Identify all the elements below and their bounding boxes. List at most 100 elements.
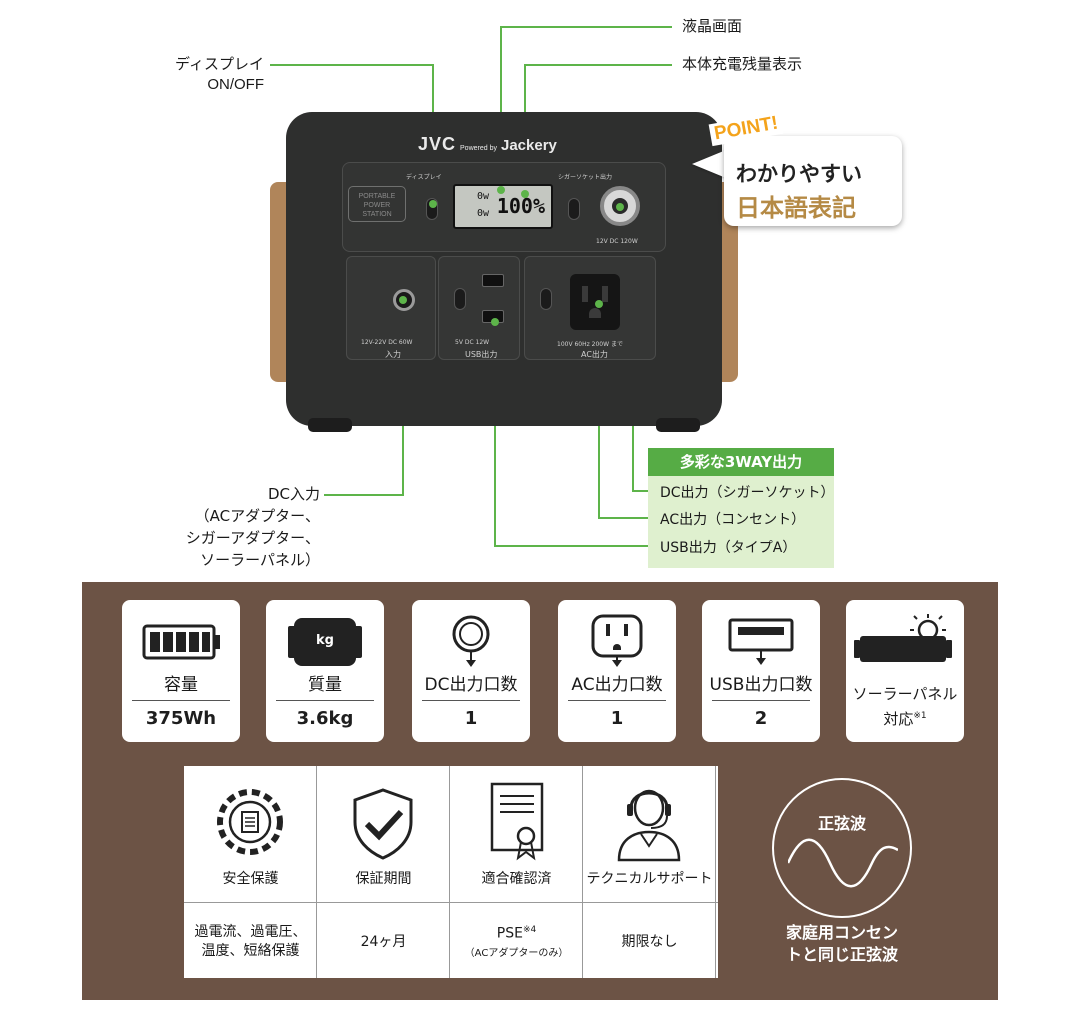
sine-wave-badge: 正弦波 bbox=[772, 778, 912, 918]
sine-wave-icon bbox=[788, 838, 898, 888]
spec-title: 容量 bbox=[164, 675, 198, 695]
label-dc-in-2: （ACアダプター、 bbox=[194, 507, 320, 525]
display-button-caption: ディスプレイ bbox=[406, 174, 442, 181]
input-spec: 12V-22V DC 60W bbox=[361, 339, 413, 346]
leader-dc-v2 bbox=[632, 396, 634, 492]
ac-spec: 100V 60Hz 200W まで bbox=[557, 341, 623, 348]
info-table: 安全保護 保証期間 適合確認済 bbox=[184, 766, 718, 978]
spec-value: 375Wh bbox=[145, 708, 217, 729]
spec-value: 2 bbox=[754, 708, 768, 729]
label-display-line2: ON/OFF bbox=[207, 76, 264, 93]
spec-title-line1: ソーラーパネル bbox=[852, 685, 958, 703]
support-headset-icon bbox=[617, 789, 681, 862]
spec-title-line2: 対応※1 bbox=[883, 710, 927, 728]
lcd-input: 0w bbox=[477, 191, 490, 202]
input-caption: 入力 bbox=[385, 350, 401, 359]
label-dc-in-1: DC入力 bbox=[267, 485, 320, 503]
leader-lcd bbox=[500, 26, 672, 28]
leader-lcd-v bbox=[500, 26, 502, 190]
table-title: テクニカルサポート bbox=[586, 871, 713, 887]
spec-value: 1 bbox=[464, 708, 478, 729]
cigar-button[interactable] bbox=[568, 198, 580, 220]
spec-card-usb: USB出力口数 2 bbox=[702, 600, 820, 742]
output-item-dc: DC出力（シガーソケット） bbox=[660, 485, 835, 501]
ac-outlet-icon bbox=[591, 614, 643, 667]
spec-title: 質量 bbox=[308, 675, 342, 695]
spec-panel: 容量 375Wh kg 質量 3.6kg DC出力口数 1 bbox=[82, 582, 998, 1000]
label-dc-in-4: ソーラーパネル） bbox=[200, 551, 320, 569]
bubble-tail bbox=[692, 150, 726, 178]
dot-battery bbox=[521, 190, 529, 198]
spec-value: 1 bbox=[610, 708, 624, 729]
label-display-line1: ディスプレイ bbox=[175, 55, 264, 73]
product-diagram: 液晶画面 本体充電残量表示 ディスプレイ ON/OFF DC入力 （ACアダプタ… bbox=[175, 17, 902, 569]
label-dc-in-3: シガーアダプター、 bbox=[185, 529, 320, 547]
table-value-warranty: 24ヶ月 bbox=[360, 933, 407, 950]
table-value-safety: 過電流、過電圧、温度、短絡保護 bbox=[194, 924, 307, 959]
input-box: 12V-22V DC 60W 入力 bbox=[346, 256, 436, 360]
table-title: 安全保護 bbox=[222, 871, 279, 887]
spec-title: AC出力口数 bbox=[571, 675, 663, 695]
table-col-safety: 安全保護 bbox=[184, 766, 317, 978]
spec-title: USB出力口数 bbox=[709, 675, 813, 695]
leader-dcin bbox=[324, 494, 404, 496]
portable-power-station-badge: PORTABLE POWER STATION bbox=[348, 186, 406, 222]
spec-card-solar: ソーラーパネル 対応※1 bbox=[846, 600, 964, 742]
table-value-support: 期限なし bbox=[621, 933, 678, 950]
table-col-warranty: 保証期間 bbox=[317, 766, 450, 978]
table-col-support: テクニカルサポート bbox=[583, 766, 716, 978]
dot-ac bbox=[595, 300, 603, 308]
spec-card-dc: DC出力口数 1 bbox=[412, 600, 530, 742]
spec-title: DC出力口数 bbox=[424, 675, 518, 695]
ac-caption: AC出力 bbox=[581, 350, 608, 359]
weight-icon-text: kg bbox=[316, 633, 334, 648]
label-battery-display: 本体充電残量表示 bbox=[682, 55, 803, 73]
sine-description: 家庭用コンセン トと同じ正弦波 bbox=[785, 923, 898, 964]
dc-port-icon bbox=[452, 615, 490, 667]
dot-dcin bbox=[399, 296, 407, 304]
output-header: 多彩な3WAY出力 bbox=[648, 448, 834, 476]
dot-display bbox=[429, 200, 437, 208]
shield-check-icon bbox=[353, 788, 413, 860]
usb-caption: USB出力 bbox=[465, 350, 498, 359]
foot-right bbox=[656, 418, 700, 432]
table-title: 保証期間 bbox=[355, 871, 412, 887]
point-line1: わかりやすい bbox=[736, 162, 862, 186]
gear-document-icon bbox=[217, 789, 283, 855]
table-title: 適合確認済 bbox=[481, 871, 552, 887]
point-bubble bbox=[724, 136, 902, 226]
output-item-ac: AC出力（コンセント） bbox=[660, 512, 806, 528]
ac-button[interactable] bbox=[540, 288, 552, 310]
leader-display bbox=[270, 64, 434, 66]
usb-port-1 bbox=[482, 274, 504, 287]
dot-lcd bbox=[497, 186, 505, 194]
lcd-output: 0w bbox=[477, 208, 490, 219]
table-value-certification: PSE※4 （ACアダプターのみ） bbox=[464, 925, 569, 959]
label-lcd: 液晶画面 bbox=[682, 17, 743, 35]
output-item-usb: USB出力（タイプA） bbox=[660, 540, 797, 556]
sine-title: 正弦波 bbox=[817, 814, 866, 833]
dot-dc bbox=[616, 203, 624, 211]
leader-battery bbox=[524, 64, 672, 66]
spec-card-ac: AC出力口数 1 bbox=[558, 600, 676, 742]
usb-spec: 5V DC 12W bbox=[455, 339, 490, 346]
weight-icon: kg bbox=[288, 618, 362, 666]
usb-button[interactable] bbox=[454, 288, 466, 310]
spec-card-weight: kg 質量 3.6kg bbox=[266, 600, 384, 742]
cigar-spec: 12V DC 120W bbox=[596, 238, 638, 245]
leader-ac bbox=[598, 517, 654, 519]
foot-left bbox=[308, 418, 352, 432]
dot-usb bbox=[491, 318, 499, 326]
certificate-icon bbox=[490, 782, 544, 861]
point-line2: 日本語表記 bbox=[736, 194, 856, 222]
table-col-certification: 適合確認済 bbox=[450, 766, 583, 978]
table-divider bbox=[184, 902, 718, 903]
usb-box: 5V DC 12W USB出力 bbox=[438, 256, 520, 360]
spec-card-capacity: 容量 375Wh bbox=[122, 600, 240, 742]
usb-port-icon bbox=[728, 618, 794, 665]
leader-usb-v bbox=[494, 322, 496, 546]
lcd-percentage: 100% bbox=[496, 194, 545, 218]
battery-icon bbox=[142, 624, 220, 660]
